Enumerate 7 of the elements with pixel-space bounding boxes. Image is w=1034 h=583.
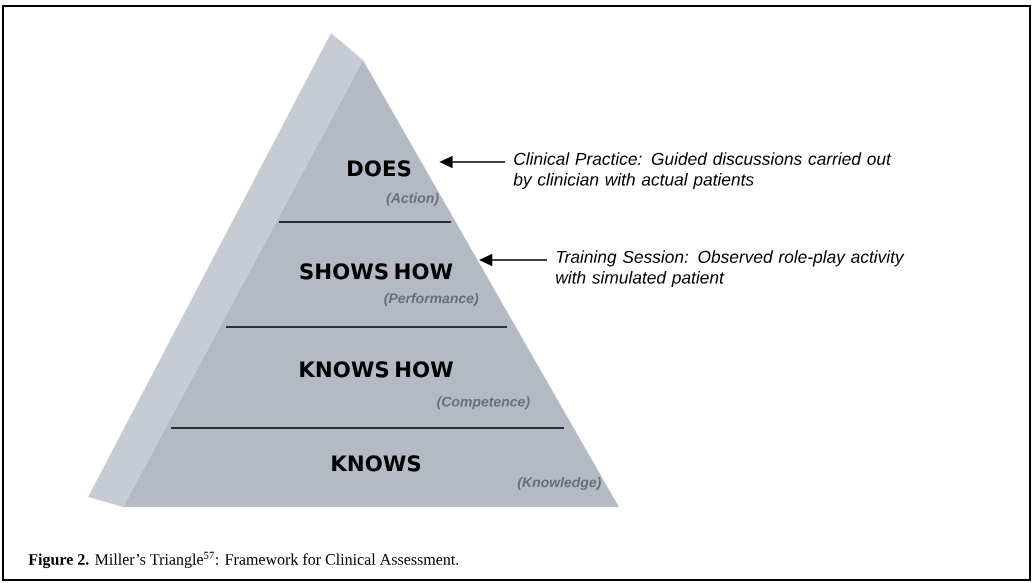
pyramid-level: DOES (Action)	[348, 160, 439, 206]
pyramid-level: KNOWS HOW (Competence)	[300, 361, 530, 410]
pyramid-level: KNOWS (Knowledge)	[332, 455, 601, 490]
annotation-text: Clinical Practice: Guided discussions carried out by clinician with actual patients	[513, 152, 892, 190]
pyramid-level: SHOWS HOW (Performance)	[300, 263, 479, 306]
caption: Figure 2. Miller’s Triangle$^{57}$: Framework for Clinical Assessment.	[28, 551, 459, 569]
annotation-text: Training Session: Observed role-play activity with simulated patient	[556, 250, 905, 288]
